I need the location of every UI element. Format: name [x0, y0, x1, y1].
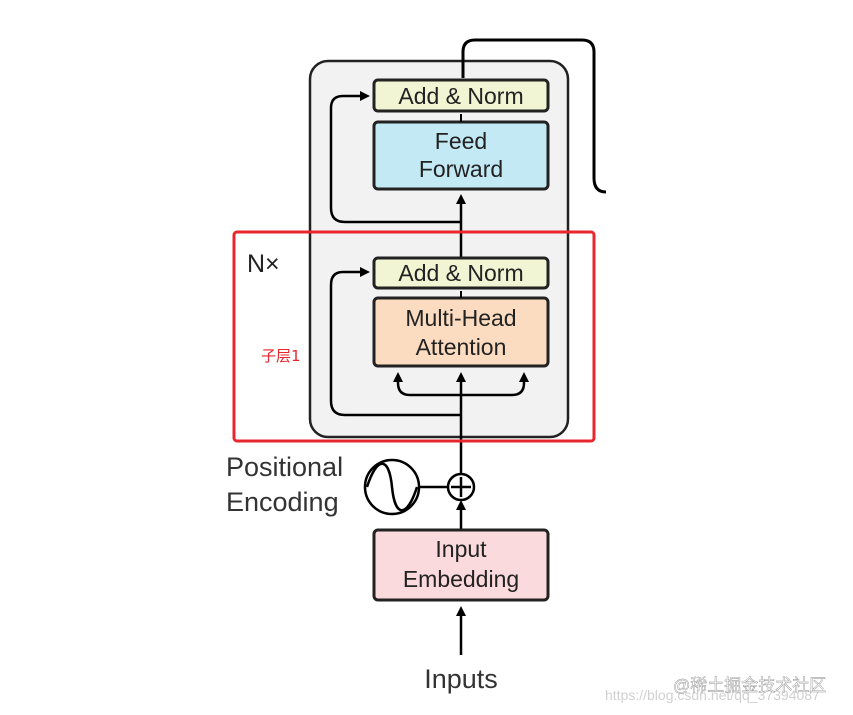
residual-connection-bottom	[329, 267, 461, 417]
value-branch-right	[461, 372, 529, 397]
positional-encoding-line2: Encoding	[226, 487, 339, 517]
sublayer-label: 子层1	[261, 347, 301, 365]
add-norm-top-label: Add & Norm	[398, 83, 523, 109]
inputs-label: Inputs	[424, 664, 498, 694]
multi-head-line2: Attention	[416, 334, 507, 360]
input-embedding-line1: Input	[435, 536, 487, 562]
encoder-stack-block	[308, 59, 570, 439]
watermark-brand: @稀土掘金技术社区	[673, 676, 826, 695]
add-norm-bottom-box	[372, 256, 550, 290]
input-embedding-line2: Embedding	[403, 566, 519, 592]
encoder-output-line	[461, 38, 607, 194]
add-norm-top-box	[372, 78, 550, 113]
sine-wave-curve	[365, 462, 419, 512]
input-embedding-box	[372, 528, 550, 602]
query-branch-left	[393, 372, 461, 397]
sublayer-highlight-box	[232, 230, 596, 443]
nx-label: N×	[247, 250, 280, 278]
feed-forward-line2: Forward	[419, 156, 503, 182]
add-norm-bottom-label: Add & Norm	[398, 260, 523, 286]
positional-encoding-line1: Positional	[226, 452, 343, 482]
watermark-url: https://blog.csdn.net/qq_37394087	[605, 687, 820, 703]
residual-connection-top	[329, 91, 461, 224]
multi-head-line1: Multi-Head	[405, 305, 516, 331]
feed-forward-line1: Feed	[435, 128, 487, 154]
